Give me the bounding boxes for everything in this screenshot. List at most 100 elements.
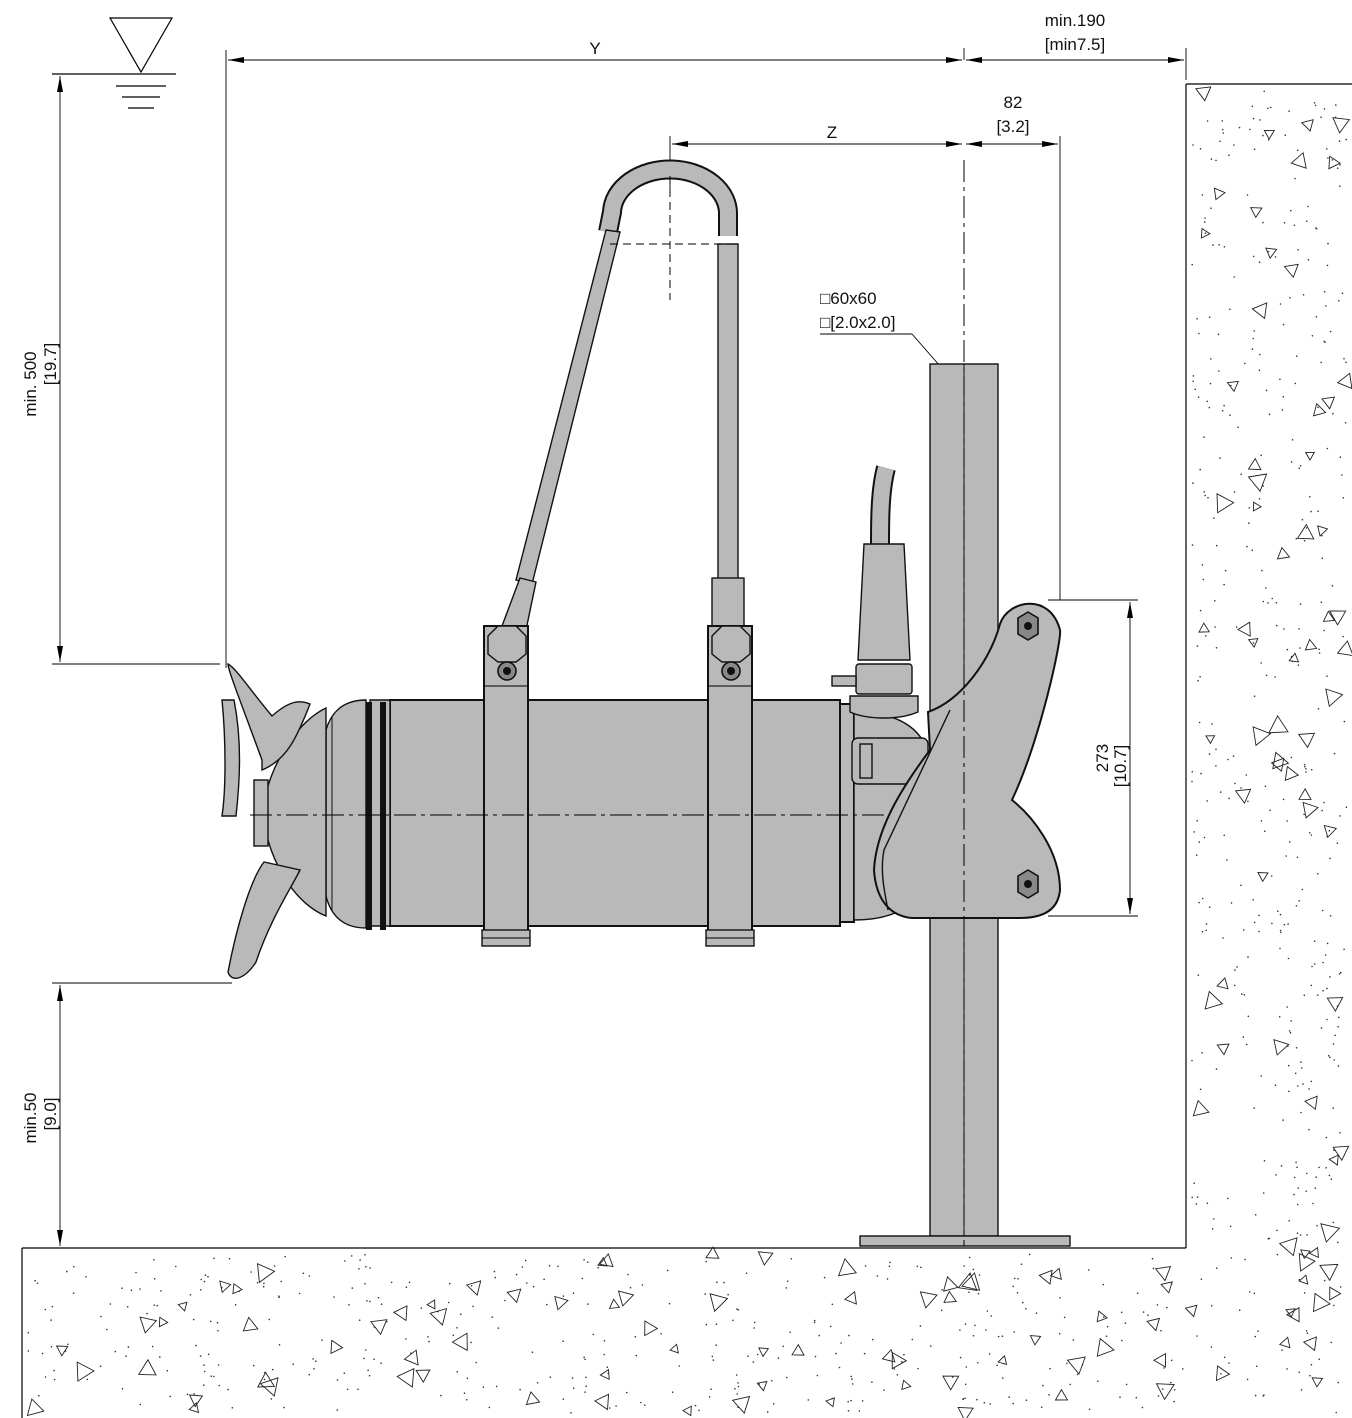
concrete-hatch-mark <box>608 1298 621 1309</box>
concrete-hatch-dot <box>200 1278 203 1281</box>
concrete-hatch-dot <box>1336 167 1339 169</box>
concrete-hatch-mark <box>1304 451 1316 461</box>
concrete-hatch-dot <box>160 1290 162 1292</box>
concrete-hatch-dot <box>1215 748 1217 751</box>
concrete-hatch-dot <box>615 1405 617 1407</box>
dimension-bracket-height: 273 [10.7] <box>1048 599 1138 917</box>
concrete-hatch-dot <box>790 1258 793 1260</box>
concrete-hatch-mark <box>1249 207 1263 219</box>
concrete-hatch-dot <box>1263 90 1265 93</box>
concrete-hatch-dot <box>227 1388 229 1391</box>
concrete-hatch-mark <box>919 1291 938 1309</box>
concrete-hatch-mark <box>1278 1336 1291 1349</box>
concrete-hatch-dot <box>1025 1307 1027 1310</box>
concrete-hatch-dot <box>1317 707 1320 710</box>
concrete-hatch-mark <box>1154 1266 1172 1282</box>
concrete-hatch-dot <box>1287 923 1289 925</box>
concrete-hatch-dot <box>210 1375 212 1377</box>
concrete-hatch-dot <box>847 1410 850 1412</box>
concrete-hatch-dot <box>315 1360 317 1362</box>
concrete-hatch-dot <box>1324 954 1327 956</box>
concrete-hatch-dot <box>1305 768 1307 770</box>
concrete-hatch-dot <box>1321 909 1324 912</box>
concrete-hatch-dot <box>1275 1174 1277 1176</box>
concrete-hatch-dot <box>1268 413 1271 416</box>
concrete-hatch-dot <box>1307 258 1310 261</box>
concrete-hatch-dot <box>581 1277 584 1280</box>
concrete-hatch-dot <box>1237 426 1239 429</box>
concrete-hatch-dot <box>85 1276 87 1278</box>
concrete-hatch-dot <box>1303 813 1305 816</box>
concrete-hatch-dot <box>193 1393 195 1395</box>
concrete-hatch-dot <box>1291 660 1293 663</box>
concrete-hatch-dot <box>1120 1311 1123 1314</box>
concrete-hatch-mark <box>957 1272 978 1291</box>
concrete-hatch-dot <box>1221 128 1224 131</box>
concrete-hatch-dot <box>1321 809 1323 812</box>
concrete-hatch-dot <box>1300 1111 1302 1114</box>
concrete-hatch-dot <box>405 1338 407 1340</box>
concrete-hatch-dot <box>715 1344 717 1346</box>
concrete-hatch-dot <box>256 1281 259 1284</box>
concrete-hatch-dot <box>312 1358 314 1360</box>
concrete-hatch-dot <box>1208 316 1211 319</box>
concrete-hatch-dot <box>1252 337 1254 340</box>
concrete-hatch-mark <box>1336 640 1352 656</box>
concrete-hatch-mark <box>1312 1292 1331 1313</box>
concrete-hatch-dot <box>1088 1408 1091 1411</box>
concrete-hatch-dot <box>1194 388 1196 391</box>
concrete-hatch-dot <box>1284 134 1287 136</box>
concrete-hatch-dot <box>1088 1269 1090 1271</box>
concrete-hatch-dot <box>1257 1330 1259 1332</box>
concrete-hatch-dot <box>889 1261 891 1264</box>
concrete-hatch-dot <box>1327 157 1329 159</box>
concrete-hatch-dot <box>358 1319 361 1321</box>
concrete-hatch-dot <box>1247 800 1249 803</box>
concrete-hatch-dot <box>186 1393 189 1396</box>
concrete-hatch-dot <box>1269 809 1271 812</box>
concrete-hatch-dot <box>1203 221 1206 223</box>
concrete-hatch-dot <box>1321 557 1324 559</box>
concrete-hatch-dot <box>1287 957 1290 960</box>
concrete-hatch-dot <box>1192 375 1195 377</box>
concrete-hatch-dot <box>1223 246 1226 248</box>
concrete-hatch-mark <box>1328 155 1342 170</box>
concrete-hatch-dot <box>1329 915 1332 917</box>
concrete-hatch-dot <box>363 1357 365 1360</box>
concrete-hatch-dot <box>1282 323 1285 326</box>
concrete-hatch-dot <box>1141 1406 1144 1409</box>
concrete-hatch-dot <box>597 1266 599 1269</box>
concrete-hatch-dot <box>861 1400 864 1402</box>
concrete-hatch-mark <box>1332 1145 1350 1162</box>
concrete-hatch-dot <box>1313 940 1316 942</box>
concrete-hatch-dot <box>968 1274 971 1276</box>
concrete-hatch-mark <box>881 1348 896 1363</box>
concrete-hatch-dot <box>1270 875 1273 877</box>
concrete-hatch-dot <box>440 1394 442 1397</box>
concrete-hatch-mark <box>403 1349 419 1366</box>
concrete-hatch-dot <box>1278 1016 1281 1018</box>
concrete-hatch-dot <box>732 1319 734 1322</box>
concrete-hatch-dot <box>1260 662 1262 664</box>
concrete-hatch-dot <box>1244 362 1246 365</box>
concrete-hatch-dot <box>1287 1064 1290 1067</box>
concrete-hatch-dot <box>1210 1346 1213 1348</box>
concrete-hatch-dot <box>1337 1025 1339 1028</box>
concrete-hatch-dot <box>603 1340 606 1342</box>
concrete-hatch-dot <box>1339 164 1341 166</box>
concrete-hatch-dot <box>169 1395 171 1398</box>
concrete-hatch-dot <box>1329 330 1332 333</box>
concrete-hatch-dot <box>1318 648 1320 651</box>
concrete-hatch-dot <box>1264 785 1267 787</box>
concrete-hatch-dot <box>1333 752 1336 755</box>
concrete-hatch-dot <box>766 1411 769 1413</box>
concrete-hatch-dot <box>1343 948 1345 951</box>
concrete-hatch-dot <box>1331 159 1334 161</box>
concrete-hatch-dot <box>1267 107 1269 110</box>
concrete-hatch-dot <box>495 1385 498 1388</box>
concrete-hatch-mark <box>1252 501 1263 512</box>
concrete-hatch-dot <box>1300 1389 1303 1391</box>
concrete-hatch-dot <box>1290 209 1292 212</box>
concrete-hatch-mark <box>961 1272 981 1291</box>
concrete-hatch-dot <box>1199 609 1202 612</box>
